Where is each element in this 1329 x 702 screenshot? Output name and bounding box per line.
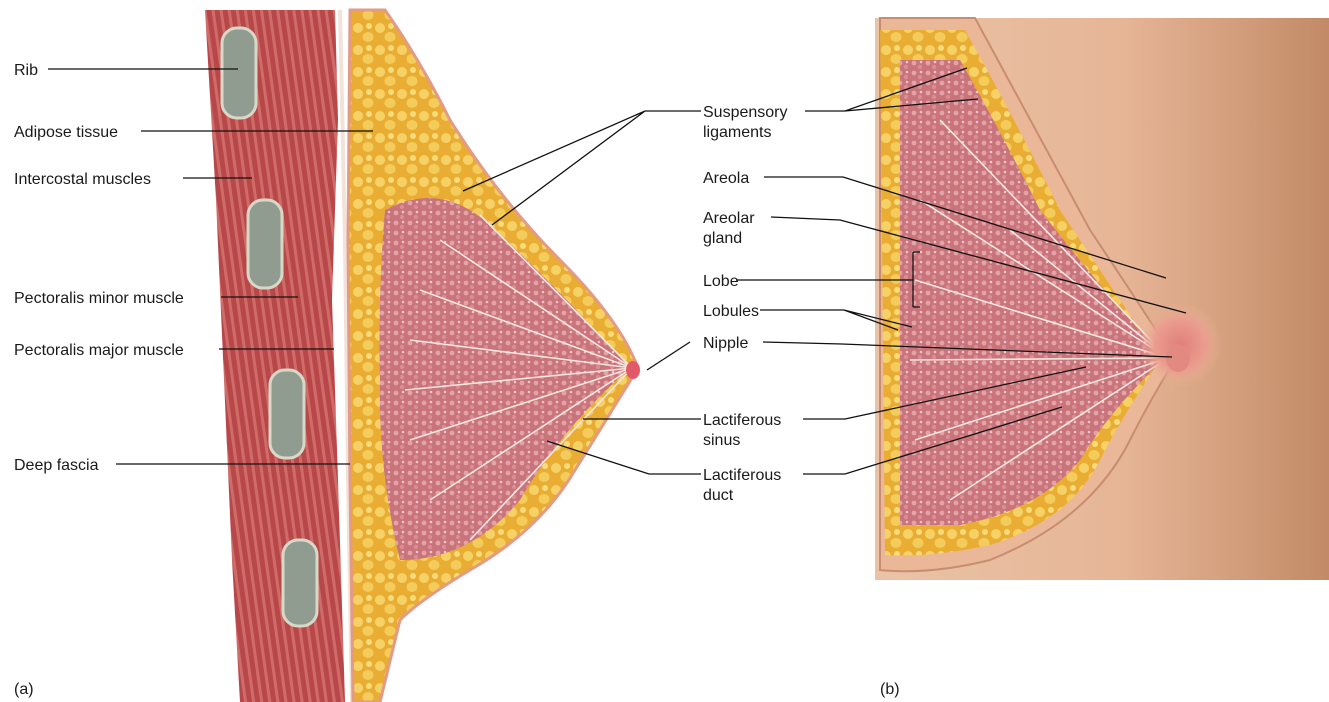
- label-pectoralis-minor: Pectoralis minor muscle: [14, 290, 184, 307]
- nipple-a: [626, 361, 640, 379]
- label-lobules: Lobules: [703, 303, 759, 320]
- label-lactiferous-sinus-2: sinus: [703, 432, 740, 449]
- label-areolar-gland-2: gland: [703, 230, 742, 247]
- panel-a-labels: Rib Adipose tissue Intercostal muscles P…: [14, 62, 184, 698]
- label-rib: Rib: [14, 62, 38, 79]
- label-lactiferous-sinus-1: Lactiferous: [703, 412, 781, 429]
- label-nipple: Nipple: [703, 335, 748, 352]
- label-lobe: Lobe: [703, 273, 739, 290]
- label-suspensory-1: Suspensory: [703, 104, 788, 121]
- label-areola: Areola: [703, 170, 749, 187]
- label-areolar-gland-1: Areolar: [703, 210, 755, 227]
- label-lactiferous-duct-1: Lactiferous: [703, 467, 781, 484]
- nipple-b: [1166, 344, 1190, 372]
- label-lactiferous-duct-2: duct: [703, 487, 734, 504]
- label-adipose-tissue: Adipose tissue: [14, 124, 118, 141]
- panel-a-illustration: [205, 10, 640, 702]
- panel-label-a: (a): [14, 681, 34, 698]
- center-labels: Suspensory ligaments Areola Areolar glan…: [703, 104, 788, 504]
- leader-nipple: [647, 342, 690, 370]
- panel-label-b: (b): [880, 681, 900, 698]
- glandular-tissue: [380, 198, 630, 560]
- label-pectoralis-major: Pectoralis major muscle: [14, 342, 184, 359]
- panel-b-labels: (b): [880, 681, 900, 698]
- label-deep-fascia: Deep fascia: [14, 457, 99, 474]
- label-suspensory-2: ligaments: [703, 124, 771, 141]
- label-intercostal-muscles: Intercostal muscles: [14, 171, 151, 188]
